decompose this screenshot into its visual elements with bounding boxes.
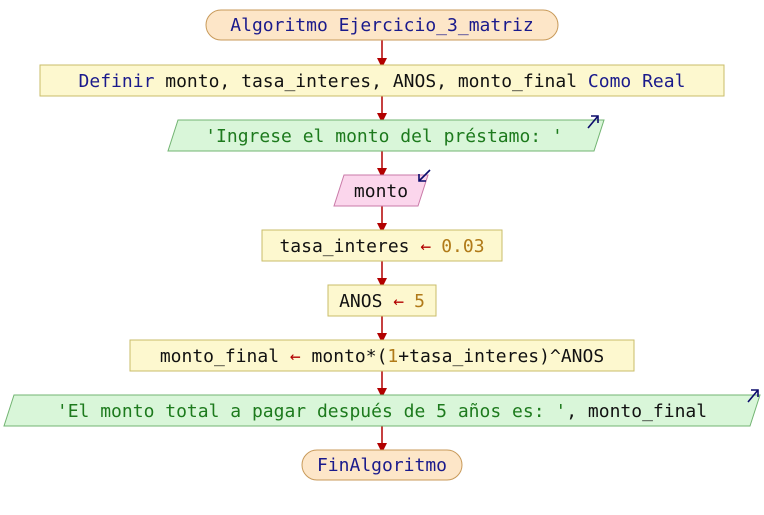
input-arrow-icon xyxy=(418,169,431,182)
assign-shape-2 xyxy=(327,284,437,317)
assign-node-1: tasa_interes ←0.03 xyxy=(261,229,503,262)
output-shape-2 xyxy=(3,394,761,427)
assign-shape-3 xyxy=(129,339,635,372)
output-arrow-icon-1 xyxy=(587,115,599,129)
start-label: Algoritmo Ejercicio_3_matriz xyxy=(230,15,533,36)
start-node: Algoritmo Ejercicio_3_matriz xyxy=(205,9,559,41)
assign-shape-1 xyxy=(261,229,503,262)
input-node: monto xyxy=(333,169,431,207)
assign-label-3: monto_final ← monto*(1+tasa_interes)^ANO… xyxy=(160,346,604,367)
output-node-2: 'El monto total a pagar después de 5 año… xyxy=(3,389,761,427)
output-arrow-icon-2 xyxy=(747,389,759,403)
assign-node-3: monto_final ← monto*(1+tasa_interes)^ANO… xyxy=(129,339,635,372)
end-shape xyxy=(301,449,463,481)
end-node: FinAlgoritmo xyxy=(301,449,463,481)
output-label-1: 'Ingrese el monto del préstamo: ' xyxy=(205,126,563,147)
output-shape-1 xyxy=(167,119,605,152)
assign-node-2: ANOS ←5 xyxy=(327,284,437,317)
start-shape xyxy=(205,9,559,41)
define-shape xyxy=(39,64,725,97)
define-label: Definir monto, tasa_interes, ANOS, monto… xyxy=(79,71,686,92)
define-type: Como Real xyxy=(588,71,686,92)
define-keyword: Definir xyxy=(79,71,155,92)
input-shape xyxy=(333,174,429,207)
assign-label-1: tasa_interes ←0.03 xyxy=(279,236,484,257)
define-node: Definir monto, tasa_interes, ANOS, monto… xyxy=(39,64,725,97)
input-label: monto xyxy=(354,181,408,202)
output-label-2: 'El monto total a pagar después de 5 año… xyxy=(57,401,707,422)
output-node-1: 'Ingrese el monto del préstamo: ' xyxy=(167,115,605,152)
define-vars: monto, tasa_interes, ANOS, monto_final xyxy=(154,71,587,92)
end-label: FinAlgoritmo xyxy=(317,455,447,476)
assign-label-2: ANOS ←5 xyxy=(339,291,425,312)
